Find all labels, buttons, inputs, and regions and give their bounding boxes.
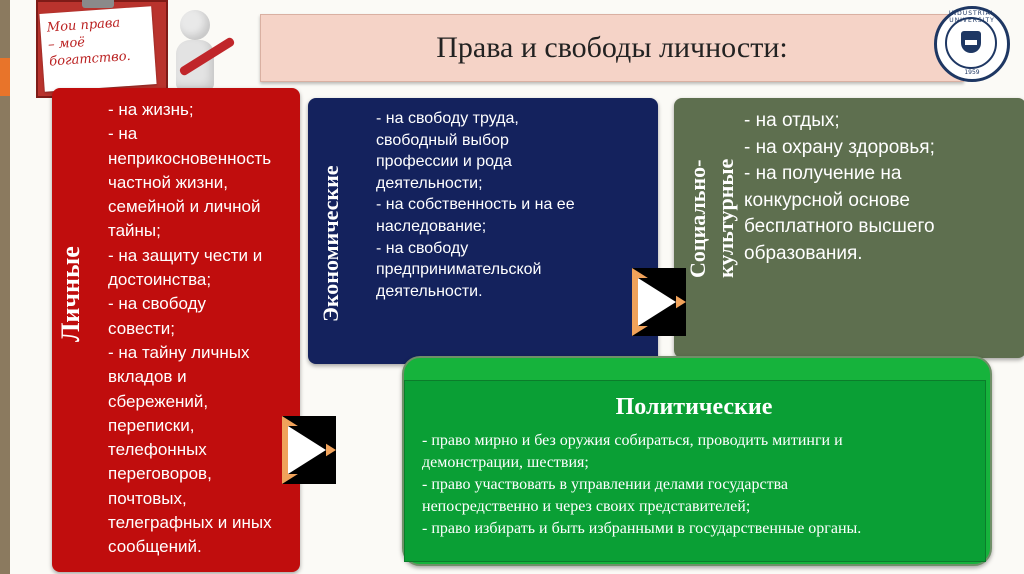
list-item: - право мирно и без оружия собираться, п… [422,432,843,449]
list-item: неприкосновенность [108,148,272,168]
list-item: - на свободу [108,294,206,314]
emblem-year: 1959 [964,69,980,76]
list-item: телефонных [108,440,207,460]
list-item: - на [108,124,138,144]
list-item: демонстрации, шествия; [422,454,589,471]
list-item: предпринимательской [376,261,542,279]
list-item: деятельности. [376,282,483,300]
list-item: достоинства; [108,270,212,290]
clipboard-text: Мои права – моё богатство. [46,12,153,70]
list-item: - на свободу [376,239,469,257]
list-item: - на жизнь; [108,100,194,119]
list-item: конкурсной основе [744,189,910,211]
list-item: - на собственность и на ее [376,196,575,214]
list-item: сбережений, [108,391,209,411]
personal-rights-label: Личные [56,246,85,342]
arrow-right-inner [288,426,326,474]
list-item: телеграфных и иных [108,513,272,533]
list-item: - на получение на [744,163,902,184]
list-item: переписки, [108,415,195,435]
list-item: - право участвовать в управлении делами … [422,476,789,493]
emblem-shield-icon [961,31,981,53]
list-item: семейной и личной [108,197,261,217]
political-rights-panel [404,380,986,562]
list-item: - на охрану здоровья; [744,136,935,158]
social-rights-label: Социально- культурные [684,159,740,278]
economic-rights-label: Экономические [318,165,343,322]
social-label-line: Социально- [685,159,710,278]
list-item: наследование; [376,217,487,235]
list-item: непосредственно и через своих представит… [422,498,751,515]
personal-rights-list: - на жизнь; - на неприкосновенность част… [108,98,272,560]
arrow-right-inner [638,278,676,326]
list-item: деятельности; [376,174,483,192]
political-rights-list: - право мирно и без оружия собираться, п… [422,430,861,540]
list-item: свободный выбор [376,131,509,149]
list-item: сообщений. [108,537,202,557]
economic-rights-list: - на свободу труда, свободный выбор проф… [376,108,575,302]
list-item: переговоров, [108,464,212,484]
political-rights-title: Политические [615,394,773,420]
list-item: совести; [108,318,175,338]
list-item: тайны; [108,221,161,241]
economic-rights-card [308,98,658,364]
slide-title: Права и свободы личности: [436,31,788,64]
list-item: - на свободу труда, [376,110,519,127]
list-item: вкладов и [108,367,187,387]
social-rights-list: - на отдых; - на охрану здоровья; - на п… [744,108,935,267]
emblem-book-icon [965,40,977,45]
emblem-ring [945,17,997,69]
list-item: - на тайну личных [108,342,250,362]
list-item: образования. [744,242,863,264]
list-item: - на отдых; [744,110,840,131]
clipboard-logo: Мои права – моё богатство. [36,0,236,102]
list-item: - право избирать и быть избранными в гос… [422,520,862,537]
personal-rights-card [52,88,300,572]
left-edge-bar [0,0,10,574]
person-with-pen-icon [166,6,236,98]
figure-head [180,10,210,40]
title-banner: Права и свободы личности: [260,14,964,82]
list-item: - на защиту чести и [108,245,263,265]
list-item: почтовых, [108,488,187,508]
university-emblem-icon: INDUSTRIAL UNIVERSITY 1959 [934,6,1010,82]
social-label-line: культурные [713,158,738,278]
social-rights-card [674,98,1024,358]
list-item: профессии и рода [376,153,512,171]
clipboard-clip-icon [82,0,114,8]
list-item: частной жизни, [108,172,228,192]
left-edge-accent [0,58,10,96]
list-item: бесплатного высшего [744,216,935,237]
